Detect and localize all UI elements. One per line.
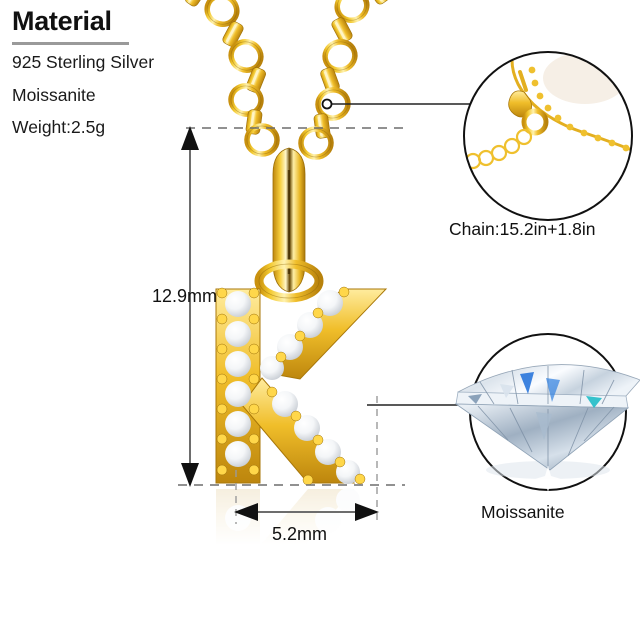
lobster-clasp-icon (508, 70, 532, 118)
pendant-reflection (180, 486, 410, 544)
prong-beads (216, 286, 366, 486)
pendant-bail (254, 147, 324, 303)
height-dimension-arrow (181, 126, 199, 487)
leader-origin-dot-icon (321, 98, 333, 110)
chain-caption: Chain:15.2in+1.8in (449, 219, 596, 239)
width-dimension-arrow (234, 503, 379, 521)
necklace-chain (182, 0, 392, 158)
brilliant-cut-gem-icon (454, 364, 640, 492)
spec-material: 925 Sterling Silver (12, 52, 155, 72)
width-dimension-label: 5.2mm (272, 524, 328, 544)
moissanite-detail-circle (454, 333, 640, 492)
moissanite-caption: Moissanite (481, 502, 565, 522)
spec-stone: Moissanite (12, 85, 96, 105)
letter-k-pendant (215, 286, 388, 486)
chain-callout-leader (321, 98, 470, 110)
height-dimension-label: 12.9mm (152, 286, 218, 306)
spec-weight: Weight:2.5g (12, 117, 106, 137)
pave-stones (225, 290, 360, 484)
title-divider (12, 42, 129, 45)
page-title: Material (12, 6, 112, 36)
dimension-guides (178, 127, 405, 524)
